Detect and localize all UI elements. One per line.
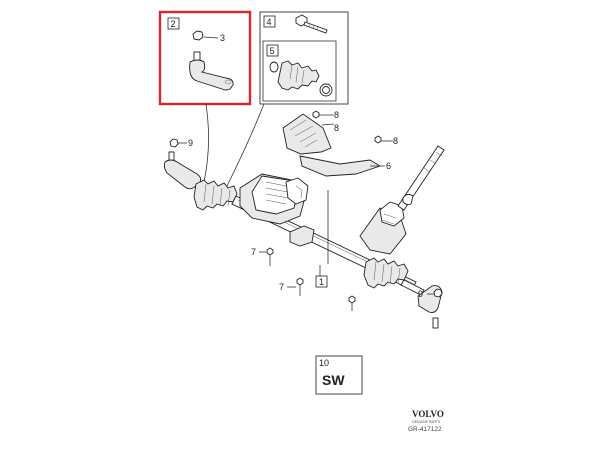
callout-8a: 8 — [334, 110, 339, 120]
bellows-boot-icon — [269, 60, 333, 97]
steering-rack-assembly — [193, 145, 445, 329]
callout-9a: 9 — [188, 138, 193, 148]
part-box-4[interactable]: 4 5 — [259, 11, 349, 105]
callout-7b: 7 — [279, 282, 284, 292]
box-label-2: 2 — [171, 19, 176, 29]
heat-shield-icon — [282, 113, 382, 177]
software-box-10[interactable]: 10 SW — [315, 355, 363, 395]
drawing-id: GR-417122 — [408, 426, 442, 433]
highlight-frame — [158, 10, 252, 106]
brand-name: VOLVO — [412, 409, 444, 419]
callout-8c: 8 — [393, 136, 398, 146]
bolt-icon — [312, 110, 320, 119]
bolt-icon — [295, 14, 328, 34]
box-label-4: 4 — [267, 17, 272, 27]
bolt-icon — [266, 247, 274, 266]
tie-rod-end-icon — [189, 51, 234, 91]
callout-6: 6 — [386, 161, 391, 171]
box-label-10: 10 — [319, 358, 329, 368]
brand-tagline: GENUINE PARTS — [412, 420, 441, 424]
leader-line — [203, 103, 209, 183]
leader-line — [225, 103, 265, 189]
bolt-icon — [296, 277, 304, 296]
bolt-icon — [374, 135, 382, 144]
bolt-icon — [348, 295, 356, 311]
box-label-5: 5 — [270, 46, 275, 56]
callout-3: 3 — [220, 33, 225, 43]
volvo-logo: VOLVO GENUINE PARTS — [412, 409, 444, 424]
part-box-2[interactable]: 2 3 — [158, 10, 252, 106]
callout-9b: 9 — [418, 289, 423, 299]
callout-8b: 8 — [334, 123, 339, 133]
nut-icon — [433, 288, 443, 298]
nut-icon — [192, 30, 204, 41]
callout-1: 1 — [319, 277, 324, 287]
software-label: SW — [322, 372, 345, 388]
nut-icon — [169, 138, 179, 148]
left-tie-rod-end — [163, 151, 202, 190]
callout-7a: 7 — [251, 247, 256, 257]
